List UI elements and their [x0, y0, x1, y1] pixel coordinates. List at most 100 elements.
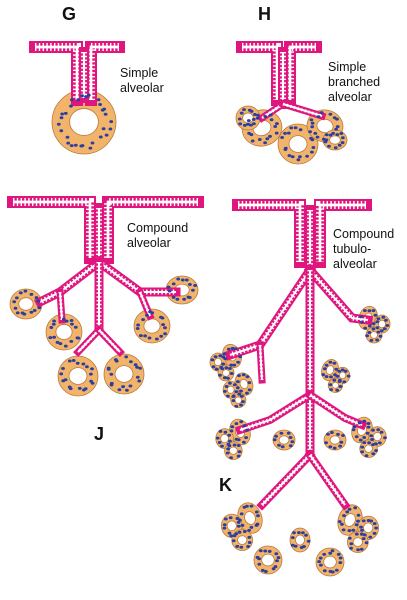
nucleus — [332, 446, 337, 450]
alveolus-lumen — [369, 331, 378, 339]
duct-lumen — [35, 45, 79, 100]
nucleus — [341, 528, 346, 532]
nucleus — [229, 429, 234, 433]
nucleus — [347, 529, 352, 533]
duct-lumen — [259, 344, 263, 381]
nucleus — [61, 367, 65, 370]
nucleus — [361, 519, 366, 523]
duct-epithelium — [316, 201, 366, 262]
nucleus — [228, 516, 233, 520]
alveolus-lumen — [234, 396, 243, 404]
nucleus — [286, 431, 291, 435]
nucleus — [366, 422, 371, 425]
nucleus — [328, 112, 333, 116]
nucleus — [125, 388, 129, 392]
nucleus — [371, 309, 376, 313]
nucleus — [227, 444, 232, 448]
nucleus — [247, 541, 252, 544]
nucleus — [254, 510, 259, 514]
nucleus — [228, 367, 232, 370]
nucleus — [135, 327, 140, 330]
alveolus-lumen — [213, 357, 222, 367]
nucleus — [375, 338, 379, 342]
duct-lumen — [106, 200, 198, 258]
nucleus — [225, 451, 230, 455]
nucleus — [226, 376, 230, 380]
nucleus — [337, 143, 342, 147]
alveolus-lumen — [237, 535, 248, 545]
nucleus — [85, 365, 89, 369]
nucleus — [299, 546, 304, 549]
nucleus — [213, 355, 218, 359]
alveolus-lumen — [68, 367, 88, 385]
nucleus — [251, 117, 256, 121]
nucleus — [375, 326, 380, 330]
nucleus — [297, 531, 301, 535]
nucleus — [135, 375, 140, 379]
nucleus — [254, 523, 259, 527]
nucleus — [322, 367, 327, 371]
nucleus — [29, 310, 34, 314]
duct-epithelium — [35, 43, 81, 100]
nucleus — [247, 131, 252, 135]
nucleus — [117, 388, 122, 392]
nucleus — [376, 330, 381, 334]
nucleus — [56, 122, 61, 126]
nucleus — [263, 115, 268, 118]
nucleus — [191, 288, 195, 292]
nucleus — [227, 531, 232, 535]
nucleus — [23, 289, 28, 293]
nucleus — [226, 394, 230, 398]
nucleus — [129, 360, 133, 364]
nucleus — [109, 381, 114, 385]
label-compound-alveolar: Compound alveolar — [127, 221, 189, 250]
nucleus — [139, 334, 143, 338]
nucleus — [234, 390, 239, 394]
nucleus — [337, 520, 342, 524]
nucleus — [334, 367, 339, 371]
alveolus-lumen — [226, 520, 237, 532]
nucleus — [292, 531, 296, 535]
nucleus — [335, 117, 339, 121]
nucleus — [349, 546, 353, 550]
nucleus — [188, 283, 192, 286]
nucleus — [352, 425, 357, 429]
nucleus — [376, 428, 381, 432]
nucleus — [145, 313, 149, 317]
nucleus — [128, 384, 133, 388]
nucleus — [246, 122, 250, 126]
nucleus — [326, 432, 330, 436]
nucleus — [49, 326, 54, 329]
alveolus-lumen — [244, 511, 256, 525]
nucleus — [349, 542, 354, 546]
nucleus — [331, 131, 335, 135]
nucleus — [161, 323, 166, 327]
duct-wall — [224, 263, 317, 361]
nucleus — [106, 366, 111, 370]
nucleus — [335, 125, 340, 129]
alveolus-lumen — [329, 135, 341, 145]
nucleus — [124, 355, 129, 359]
nucleus — [367, 441, 371, 445]
nucleus — [109, 120, 114, 124]
duct-wall — [284, 41, 322, 106]
nucleus — [241, 400, 245, 404]
duct-lumen — [59, 291, 63, 321]
nucleus — [315, 135, 320, 139]
nucleus — [233, 347, 238, 351]
nucleus — [133, 363, 138, 367]
nucleus — [121, 385, 125, 389]
nucleus — [328, 551, 333, 555]
nucleus — [371, 443, 375, 447]
alveolus-lumen — [261, 553, 275, 567]
nucleus — [138, 366, 143, 370]
nucleus — [374, 442, 378, 446]
nucleus — [336, 552, 341, 556]
nucleus — [369, 519, 374, 523]
nucleus — [337, 380, 342, 383]
nucleus — [371, 428, 375, 432]
nucleus — [298, 155, 302, 159]
nucleus — [383, 436, 387, 440]
nucleus — [366, 425, 371, 429]
nucleus — [308, 130, 312, 134]
